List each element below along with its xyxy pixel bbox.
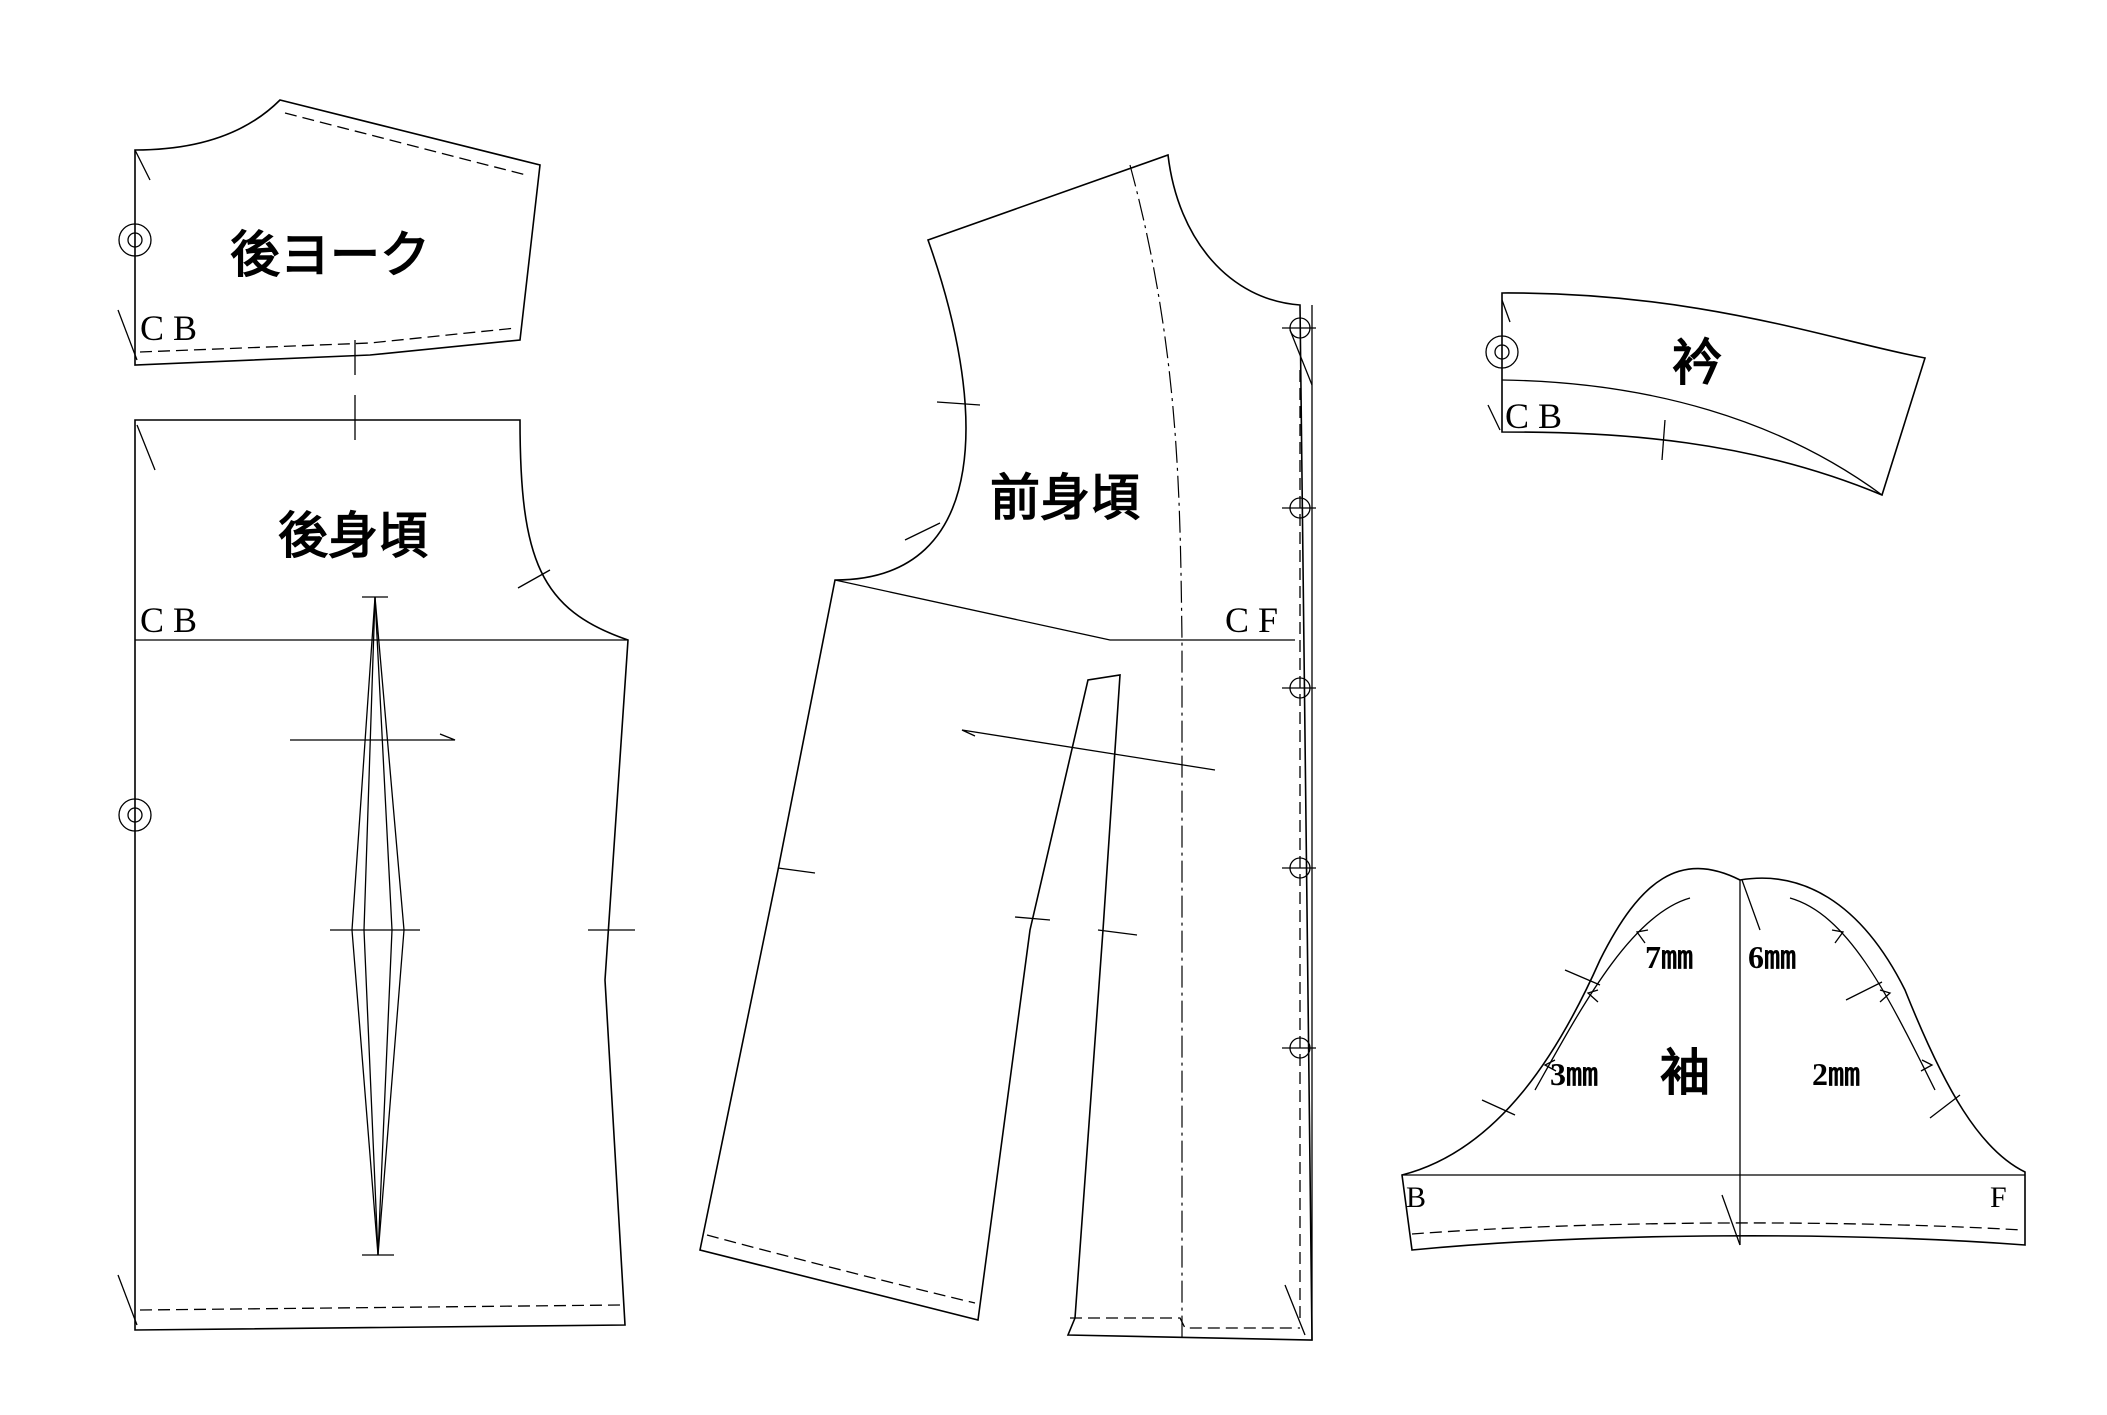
button-mark-back	[118, 798, 152, 832]
front-body-cf-mark: C F	[1225, 600, 1278, 640]
front-button-marks	[1282, 317, 1316, 1059]
button-mark-collar	[1485, 335, 1519, 369]
back-yoke-cb-mark: C B	[140, 308, 197, 348]
collar-title: 衿	[1672, 333, 1722, 392]
back-dart	[330, 596, 420, 1256]
back-yoke-title: 後ヨーク	[230, 225, 430, 284]
collar-piece: 衿 C B	[1485, 292, 1927, 497]
front-body-title: 前身頃	[990, 468, 1140, 527]
sleeve-ease-label-back-lower: 3㎜	[1550, 1056, 1598, 1092]
back-body-cb-mark: C B	[140, 600, 197, 640]
sleeve-ease-label-back-upper: 7㎜	[1645, 939, 1693, 975]
back-yoke-piece: 後ヨーク C B	[117, 99, 541, 375]
button-mark-yoke	[118, 223, 152, 257]
front-grainline-arrow	[961, 729, 1216, 771]
front-body-piece: 前身頃 C F	[699, 153, 1316, 1341]
sleeve-ease-label-front-lower: 2㎜	[1812, 1056, 1860, 1092]
back-body-piece: 後身頃 C B	[117, 395, 635, 1331]
collar-cb-mark: C B	[1505, 396, 1562, 436]
sleeve-back-mark: B	[1406, 1181, 1426, 1214]
sleeve-title: 袖	[1660, 1043, 1710, 1102]
sleeve-ease-label-front-upper: 6㎜	[1748, 939, 1796, 975]
sleeve-piece: 7㎜ 6㎜ 3㎜ 2㎜ 袖 B F	[1401, 867, 2026, 1251]
back-grainline-arrow	[290, 733, 456, 741]
sleeve-ease-arrows	[1543, 929, 1934, 1072]
sleeve-front-mark: F	[1990, 1181, 2007, 1214]
back-body-title: 後身頃	[278, 506, 428, 565]
